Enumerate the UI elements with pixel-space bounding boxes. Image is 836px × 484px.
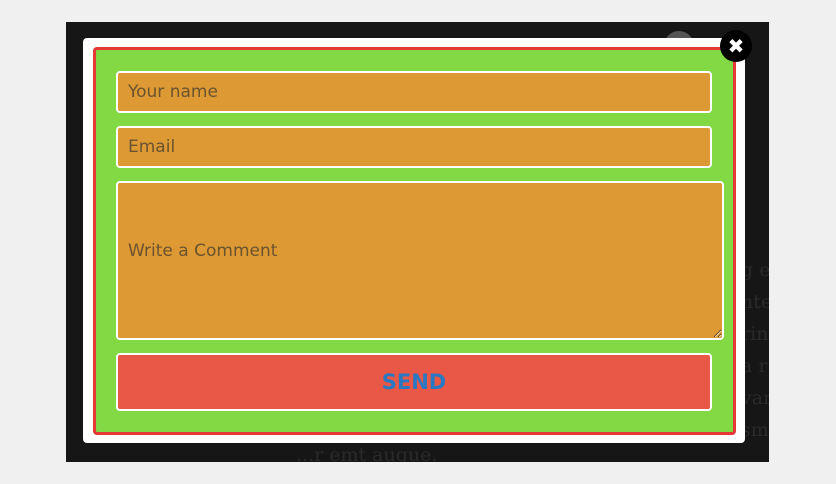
background-text-line: nteg <box>741 291 769 313</box>
contact-form: SEND <box>93 47 736 435</box>
close-icon: ✖ <box>727 34 745 58</box>
close-button[interactable]: ✖ <box>720 30 752 62</box>
background-text-line: g e <box>741 259 769 281</box>
background-bottom-text: ...r emt augue. <box>296 444 438 462</box>
background-text-line: rin <box>741 323 769 345</box>
email-input[interactable] <box>116 126 712 168</box>
name-input[interactable] <box>116 71 712 113</box>
comment-textarea[interactable] <box>116 181 724 340</box>
contact-modal: SEND <box>83 38 745 443</box>
background-text-line: sm <box>741 419 769 441</box>
background-text-line: a r <box>741 355 768 377</box>
send-button[interactable]: SEND <box>116 353 712 411</box>
background-article-text: g e nteg rin a r var sm <box>741 254 769 446</box>
background-text-line: var <box>741 387 769 409</box>
